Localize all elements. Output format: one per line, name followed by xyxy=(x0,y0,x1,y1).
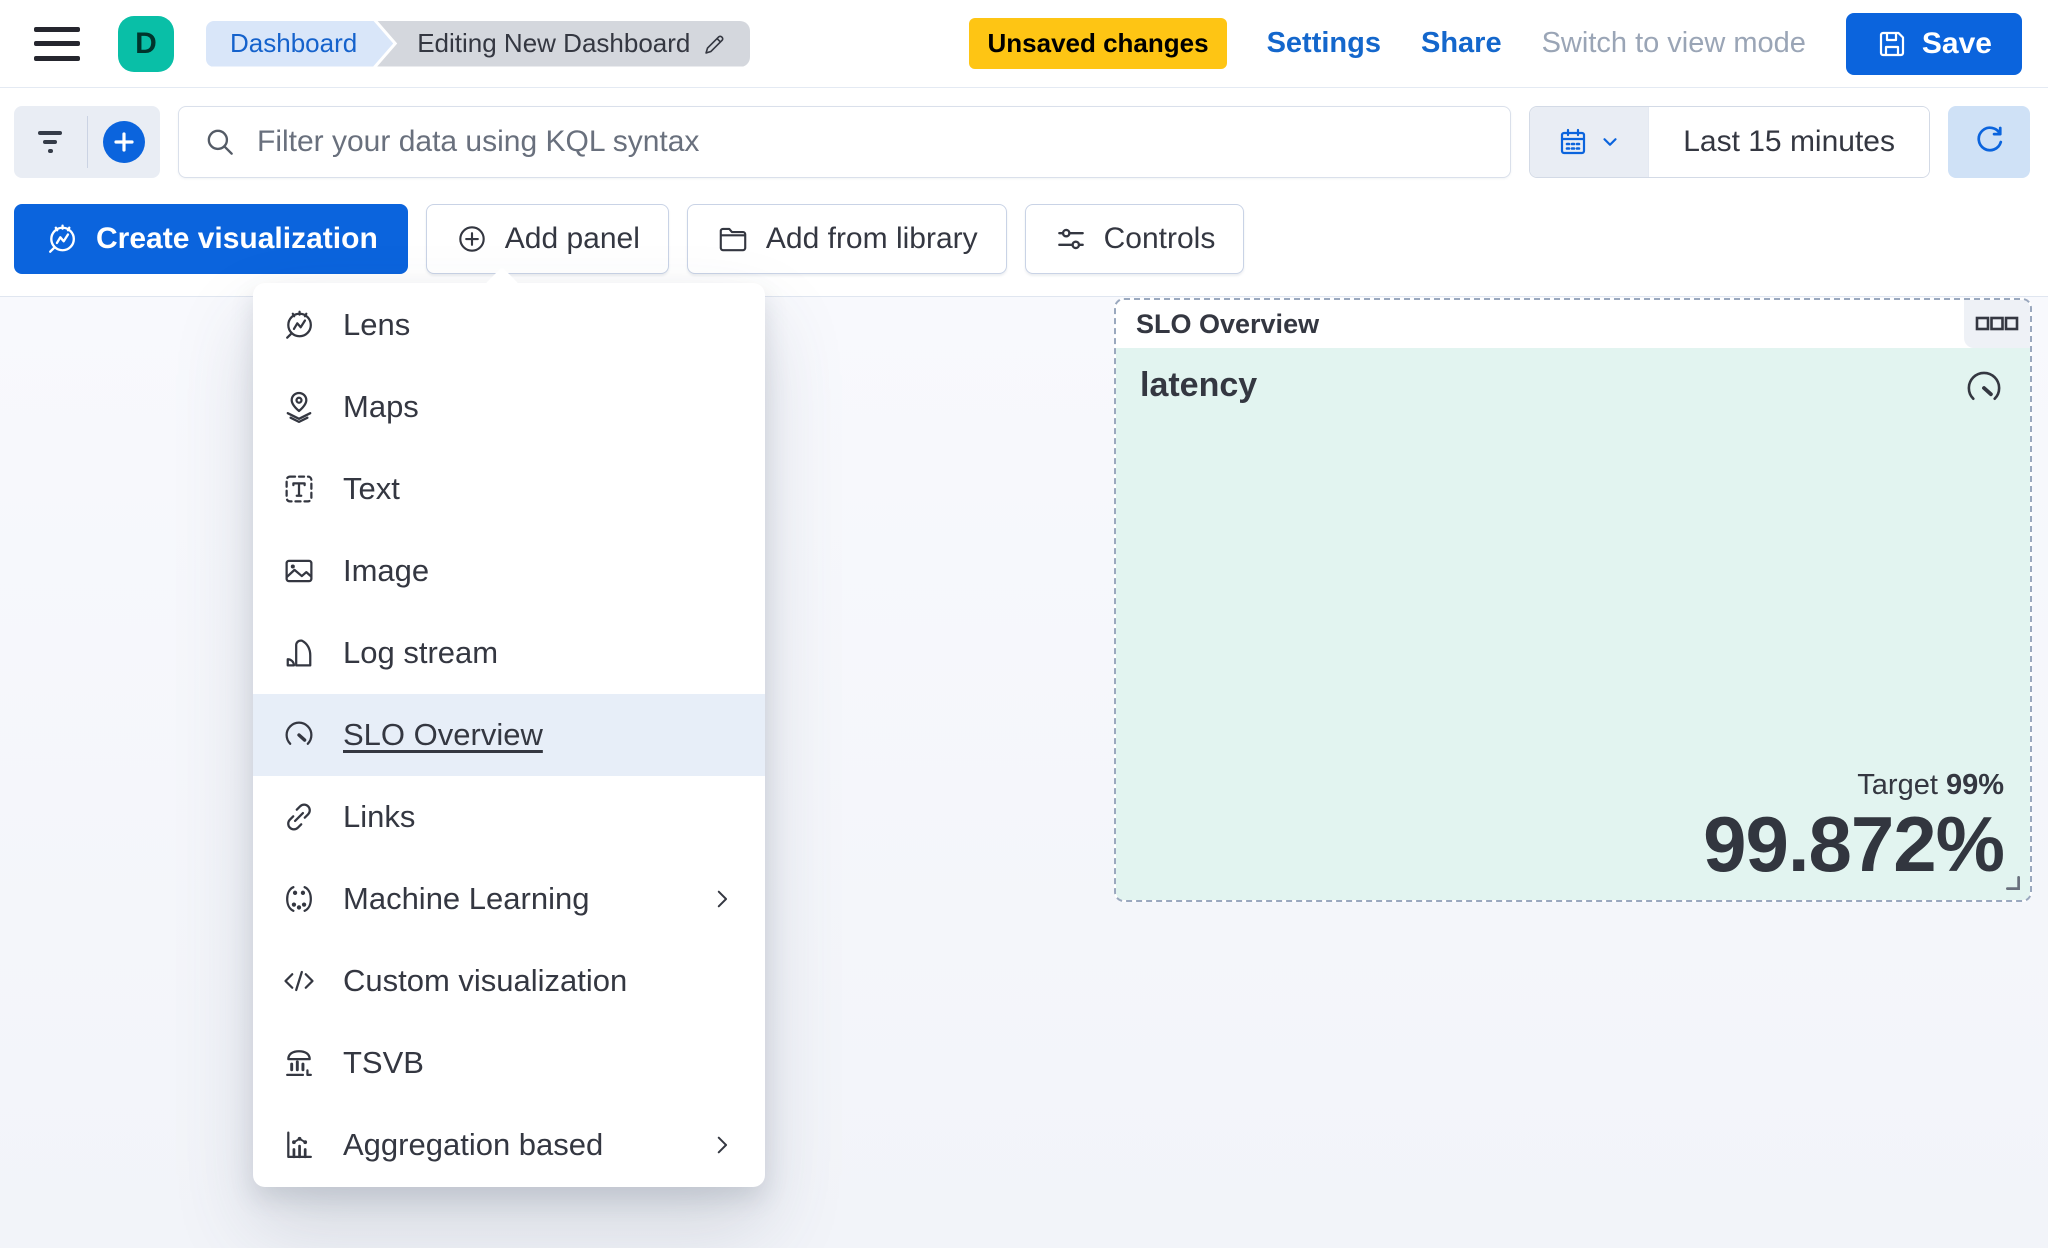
machine-learning-icon xyxy=(281,881,317,917)
menu-item-label: SLO Overview xyxy=(343,717,543,752)
chevron-right-icon xyxy=(709,1132,735,1158)
maps-icon xyxy=(281,389,317,425)
add-panel-menu: Lens Maps xyxy=(253,283,765,1187)
menu-item-text[interactable]: Text xyxy=(253,448,765,530)
space-avatar[interactable]: D xyxy=(118,15,174,72)
save-button[interactable]: Save xyxy=(1845,12,2022,75)
save-button-label: Save xyxy=(1921,26,1992,60)
code-icon xyxy=(281,963,317,999)
menu-item-label: TSVB xyxy=(343,1045,424,1080)
edit-toolbar: Create visualization Add panel Add from … xyxy=(0,194,2048,297)
menu-item-label: Aggregation based xyxy=(343,1127,604,1162)
add-panel-button[interactable]: Add panel xyxy=(425,204,669,274)
folder-icon xyxy=(719,227,747,252)
panel-title: SLO Overview xyxy=(1136,308,1320,339)
panel-header: SLO Overview xyxy=(1116,300,2030,348)
menu-item-tsvb[interactable]: TSVB xyxy=(253,1022,765,1104)
add-filter-button[interactable] xyxy=(88,106,161,178)
kql-search-input[interactable] xyxy=(257,125,1491,159)
slo-overview-panel[interactable]: SLO Overview latency Target xyxy=(1114,298,2032,902)
aggregation-icon xyxy=(281,1127,317,1163)
menu-item-image[interactable]: Image xyxy=(253,530,765,612)
slo-metric-body: latency Target 99% 99.872% xyxy=(1116,348,2030,900)
saved-query-filter-button[interactable] xyxy=(14,106,87,178)
calendar-icon xyxy=(1561,128,1586,155)
top-header: D Dashboard Editing New Dashboard xyxy=(0,0,2048,88)
breadcrumb: Dashboard Editing New Dashboard xyxy=(206,20,751,67)
menu-item-label: Lens xyxy=(343,307,411,342)
panel-resize-handle[interactable] xyxy=(2004,874,2022,892)
controls-button[interactable]: Controls xyxy=(1024,204,1245,274)
filter-controls-group xyxy=(14,106,160,178)
breadcrumb-current-editing[interactable]: Editing New Dashboard xyxy=(377,20,751,67)
add-from-library-label: Add from library xyxy=(765,222,978,255)
date-picker-quick-menu-button[interactable] xyxy=(1530,107,1649,177)
controls-sliders-icon xyxy=(1057,228,1084,250)
tsvb-icon xyxy=(281,1045,317,1081)
menu-item-label: Custom visualization xyxy=(343,963,628,998)
menu-toggle-button[interactable] xyxy=(34,26,80,61)
gauge-icon xyxy=(1967,371,2001,401)
menu-item-label: Log stream xyxy=(343,635,499,670)
menu-item-aggregation-based[interactable]: Aggregation based xyxy=(253,1104,765,1186)
chevron-right-icon xyxy=(709,886,735,912)
menu-item-label: Links xyxy=(343,799,416,834)
slo-target: Target 99% xyxy=(1703,769,2004,802)
menu-item-label: Image xyxy=(343,553,430,588)
plus-in-circle-icon xyxy=(459,226,485,252)
menu-item-maps[interactable]: Maps xyxy=(253,366,765,448)
date-picker: Last 15 minutes xyxy=(1529,106,1930,178)
create-visualization-label: Create visualization xyxy=(96,222,378,255)
text-icon xyxy=(281,471,317,507)
slo-value: 99.872% xyxy=(1703,799,2005,888)
chevron-down-icon xyxy=(1603,138,1617,146)
breadcrumb-dashboard[interactable]: Dashboard xyxy=(206,21,393,67)
add-panel-label: Add panel xyxy=(504,222,640,255)
edit-pencil-icon xyxy=(705,35,724,54)
slo-target-value: 99% xyxy=(1945,768,2004,801)
boxes-horizontal-icon xyxy=(1975,316,2019,331)
share-link[interactable]: Share xyxy=(1420,27,1502,59)
controls-label: Controls xyxy=(1103,222,1216,255)
lens-icon xyxy=(281,307,317,343)
menu-item-log-stream[interactable]: Log stream xyxy=(253,612,765,694)
create-visualization-button[interactable]: Create visualization xyxy=(14,204,408,274)
menu-item-label: Text xyxy=(343,471,400,506)
search-icon xyxy=(207,129,233,155)
refresh-button[interactable] xyxy=(1948,106,2030,178)
menu-item-links[interactable]: Links xyxy=(253,776,765,858)
link-icon xyxy=(281,799,317,835)
slo-metric-name: latency xyxy=(1140,366,1258,404)
refresh-icon xyxy=(1977,126,2003,152)
gauge-icon xyxy=(281,717,317,753)
switch-to-view-mode-link[interactable]: Switch to view mode xyxy=(1541,27,1806,59)
menu-item-label: Machine Learning xyxy=(343,881,590,916)
menu-item-custom-visualization[interactable]: Custom visualization xyxy=(253,940,765,1022)
plus-circle-icon xyxy=(102,121,145,163)
lens-icon xyxy=(49,224,75,253)
filter-icon xyxy=(38,131,63,153)
menu-item-lens[interactable]: Lens xyxy=(253,284,765,366)
menu-item-slo-overview[interactable]: SLO Overview xyxy=(253,694,765,776)
image-icon xyxy=(281,553,317,589)
kql-search-box xyxy=(178,106,1512,178)
settings-link[interactable]: Settings xyxy=(1266,27,1381,59)
query-bar: Last 15 minutes xyxy=(0,88,2048,194)
save-floppy-icon xyxy=(1879,31,1905,56)
add-from-library-button[interactable]: Add from library xyxy=(686,204,1007,274)
breadcrumb-current-label: Editing New Dashboard xyxy=(417,28,691,58)
panel-options-button[interactable] xyxy=(1964,300,2030,348)
slo-target-label: Target xyxy=(1857,768,1938,801)
log-stream-icon xyxy=(281,635,317,671)
menu-item-label: Maps xyxy=(343,389,419,424)
unsaved-changes-badge: Unsaved changes xyxy=(969,18,1227,69)
time-range-button[interactable]: Last 15 minutes xyxy=(1648,107,1929,177)
menu-item-machine-learning[interactable]: Machine Learning xyxy=(253,858,765,940)
